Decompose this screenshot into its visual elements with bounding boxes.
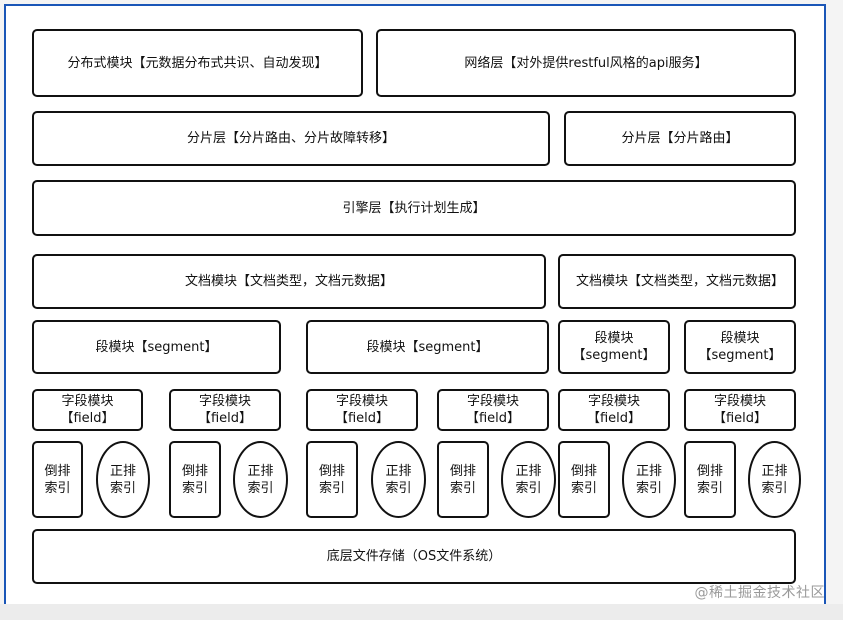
forward-index-label: 正排索引 bbox=[385, 463, 412, 496]
forward-index-ellipse: 正排索引 bbox=[748, 441, 801, 518]
inverted-index-box: 倒排索引 bbox=[558, 441, 610, 518]
segment-module-box: 段模块【segment】 bbox=[684, 320, 796, 374]
inverted-index-label: 倒排索引 bbox=[318, 463, 345, 496]
bottom-strip bbox=[0, 604, 843, 620]
distributed-module-label: 分布式模块【元数据分布式共识、自动发现】 bbox=[67, 55, 328, 71]
forward-index-ellipse: 正排索引 bbox=[233, 441, 288, 518]
inverted-index-label: 倒排索引 bbox=[570, 463, 597, 496]
forward-index-ellipse: 正排索引 bbox=[501, 441, 556, 518]
network-layer-box: 网络层【对外提供restful风格的api服务】 bbox=[376, 29, 796, 97]
shard-layer-left-label: 分片层【分片路由、分片故障转移】 bbox=[186, 131, 395, 146]
segment-module-box: 段模块【segment】 bbox=[558, 320, 670, 374]
field-module-label: 字段模块【field】 bbox=[712, 394, 768, 426]
field-module-box: 字段模块【field】 bbox=[32, 389, 143, 431]
segment-module-label: 段模块【segment】 bbox=[366, 339, 489, 355]
watermark: @稀土掘金技术社区 bbox=[694, 585, 825, 601]
file-storage-label: 底层文件存储（OS文件系统） bbox=[326, 549, 502, 564]
inverted-index-box: 倒排索引 bbox=[169, 441, 221, 518]
field-module-label: 字段模块【field】 bbox=[586, 394, 642, 426]
document-module-right-label: 文档模块【文档类型，文档元数据】 bbox=[576, 274, 785, 289]
document-module-right-box: 文档模块【文档类型，文档元数据】 bbox=[558, 254, 796, 309]
segment-module-label: 段模块【segment】 bbox=[698, 331, 782, 363]
document-module-left-label: 文档模块【文档类型，文档元数据】 bbox=[184, 274, 393, 289]
field-module-box: 字段模块【field】 bbox=[684, 389, 796, 431]
file-storage-box: 底层文件存储（OS文件系统） bbox=[32, 529, 796, 584]
document-module-left-box: 文档模块【文档类型，文档元数据】 bbox=[32, 254, 546, 309]
segment-module-label: 段模块【segment】 bbox=[95, 339, 218, 355]
segment-module-box: 段模块【segment】 bbox=[32, 320, 281, 374]
forward-index-ellipse: 正排索引 bbox=[371, 441, 426, 518]
field-module-label: 字段模块【field】 bbox=[60, 394, 115, 426]
forward-index-label: 正排索引 bbox=[761, 463, 788, 496]
field-module-box: 字段模块【field】 bbox=[437, 389, 549, 431]
field-module-label: 字段模块【field】 bbox=[465, 394, 521, 426]
distributed-module-box: 分布式模块【元数据分布式共识、自动发现】 bbox=[32, 29, 363, 97]
shard-layer-right-box: 分片层【分片路由】 bbox=[564, 111, 796, 166]
forward-index-ellipse: 正排索引 bbox=[622, 441, 676, 518]
inverted-index-label: 倒排索引 bbox=[181, 463, 208, 496]
field-module-box: 字段模块【field】 bbox=[169, 389, 281, 431]
shard-layer-right-label: 分片层【分片路由】 bbox=[621, 131, 739, 146]
engine-layer-box: 引擎层【执行计划生成】 bbox=[32, 180, 796, 236]
field-module-label: 字段模块【field】 bbox=[197, 394, 253, 426]
inverted-index-box: 倒排索引 bbox=[306, 441, 358, 518]
segment-module-label: 段模块【segment】 bbox=[572, 331, 656, 363]
inverted-index-box: 倒排索引 bbox=[437, 441, 489, 518]
inverted-index-box: 倒排索引 bbox=[32, 441, 83, 518]
field-module-box: 字段模块【field】 bbox=[558, 389, 670, 431]
field-module-box: 字段模块【field】 bbox=[306, 389, 418, 431]
inverted-index-label: 倒排索引 bbox=[44, 463, 71, 496]
engine-layer-label: 引擎层【执行计划生成】 bbox=[342, 200, 486, 216]
network-layer-label: 网络层【对外提供restful风格的api服务】 bbox=[464, 55, 708, 71]
forward-index-ellipse: 正排索引 bbox=[96, 441, 150, 518]
inverted-index-label: 倒排索引 bbox=[449, 463, 476, 496]
field-module-label: 字段模块【field】 bbox=[334, 394, 390, 426]
inverted-index-label: 倒排索引 bbox=[696, 463, 723, 496]
forward-index-label: 正排索引 bbox=[109, 463, 136, 496]
shard-layer-left-box: 分片层【分片路由、分片故障转移】 bbox=[32, 111, 550, 166]
forward-index-label: 正排索引 bbox=[247, 463, 274, 496]
forward-index-label: 正排索引 bbox=[635, 463, 662, 496]
inverted-index-box: 倒排索引 bbox=[684, 441, 736, 518]
segment-module-box: 段模块【segment】 bbox=[306, 320, 549, 374]
forward-index-label: 正排索引 bbox=[515, 463, 542, 496]
